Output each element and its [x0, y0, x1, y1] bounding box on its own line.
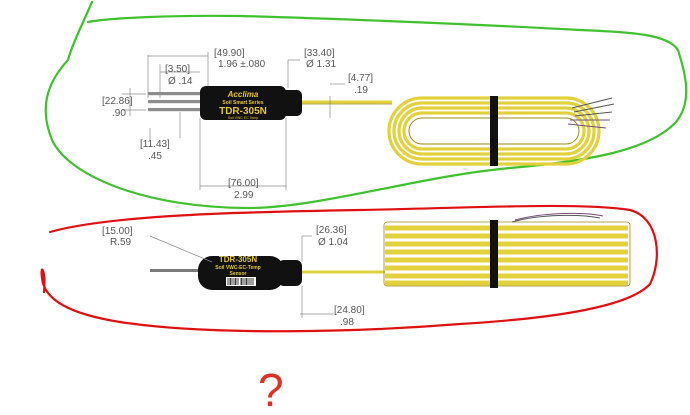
top-sensor-body [200, 86, 286, 120]
bottom-sensor-body [198, 256, 284, 290]
top-brand-label: Acclima [227, 90, 259, 99]
svg-text:Ø .14: Ø .14 [168, 76, 193, 87]
svg-text:1.96 ±.080: 1.96 ±.080 [218, 59, 266, 70]
top-series-label: Soil Smart Series [222, 100, 263, 106]
svg-text:[26.36]: [26.36] [316, 225, 347, 236]
bottom-dim-probe-length: [24.80] .98 [334, 305, 365, 328]
top-coil-tie [490, 96, 498, 166]
bottom-line2-label: Sensor [230, 271, 247, 277]
top-tagline-label: Soil VWC EC Temp [228, 116, 258, 120]
svg-text:Ø 1.04: Ø 1.04 [318, 237, 348, 248]
barcode-icon [226, 277, 256, 286]
top-dim-probe-length: [76.00] 2.99 [228, 178, 259, 201]
bottom-red-circle [40, 204, 658, 333]
svg-text:[24.80]: [24.80] [334, 305, 365, 316]
top-dim-probe-height: [22.86] .90 [102, 96, 133, 119]
bottom-dim-body-diameter: [26.36] Ø 1.04 [316, 225, 348, 248]
bottom-sensor-drawing: TDR-305N Soil VWC-EC-Temp Sensor [15.00]… [102, 212, 631, 328]
top-dim-body-length: [49.90] 1.96 ±.080 [214, 48, 266, 70]
svg-text:.90: .90 [112, 108, 126, 119]
bottom-line1-label: Soil VWC-EC-Temp [215, 265, 260, 271]
bottom-model-label: TDR-305N [219, 255, 257, 264]
top-dim-probe-pitch: [11.43] .45 [140, 139, 170, 162]
svg-text:R.59: R.59 [110, 237, 132, 248]
top-dim-cable-diameter: [4.77] .19 [348, 73, 373, 96]
top-dim-spacing: [3.50] Ø .14 [165, 64, 193, 87]
svg-text:[76.00]: [76.00] [228, 178, 259, 189]
top-green-circle [44, 0, 688, 210]
bottom-cable-coil [383, 212, 631, 288]
bottom-probe [150, 269, 202, 272]
top-sensor-drawing: Acclima Soil Smart Series TDR-305N Soil … [102, 48, 615, 201]
svg-text:[22.86]: [22.86] [102, 96, 133, 107]
top-cable-coil [387, 96, 615, 166]
svg-text:[3.50]: [3.50] [165, 64, 190, 75]
bottom-coil-tie [490, 220, 498, 288]
question-mark: ? [258, 364, 284, 415]
top-model-label: TDR-305N [219, 106, 267, 117]
svg-text:.19: .19 [354, 85, 368, 96]
top-dim-body-diameter: [33.40] Ø 1.31 [304, 48, 336, 70]
svg-text:[33.40]: [33.40] [304, 48, 335, 59]
top-probes [148, 92, 204, 112]
svg-text:[11.43]: [11.43] [140, 139, 170, 150]
bottom-dim-radius: [15.00] R.59 [102, 226, 133, 248]
svg-text:[15.00]: [15.00] [102, 226, 133, 237]
svg-text:[4.77]: [4.77] [348, 73, 373, 84]
svg-text:Ø 1.31: Ø 1.31 [306, 59, 336, 70]
svg-text:[49.90]: [49.90] [214, 48, 245, 59]
svg-text:.45: .45 [148, 151, 162, 162]
svg-text:.98: .98 [340, 317, 354, 328]
svg-text:2.99: 2.99 [234, 190, 254, 201]
